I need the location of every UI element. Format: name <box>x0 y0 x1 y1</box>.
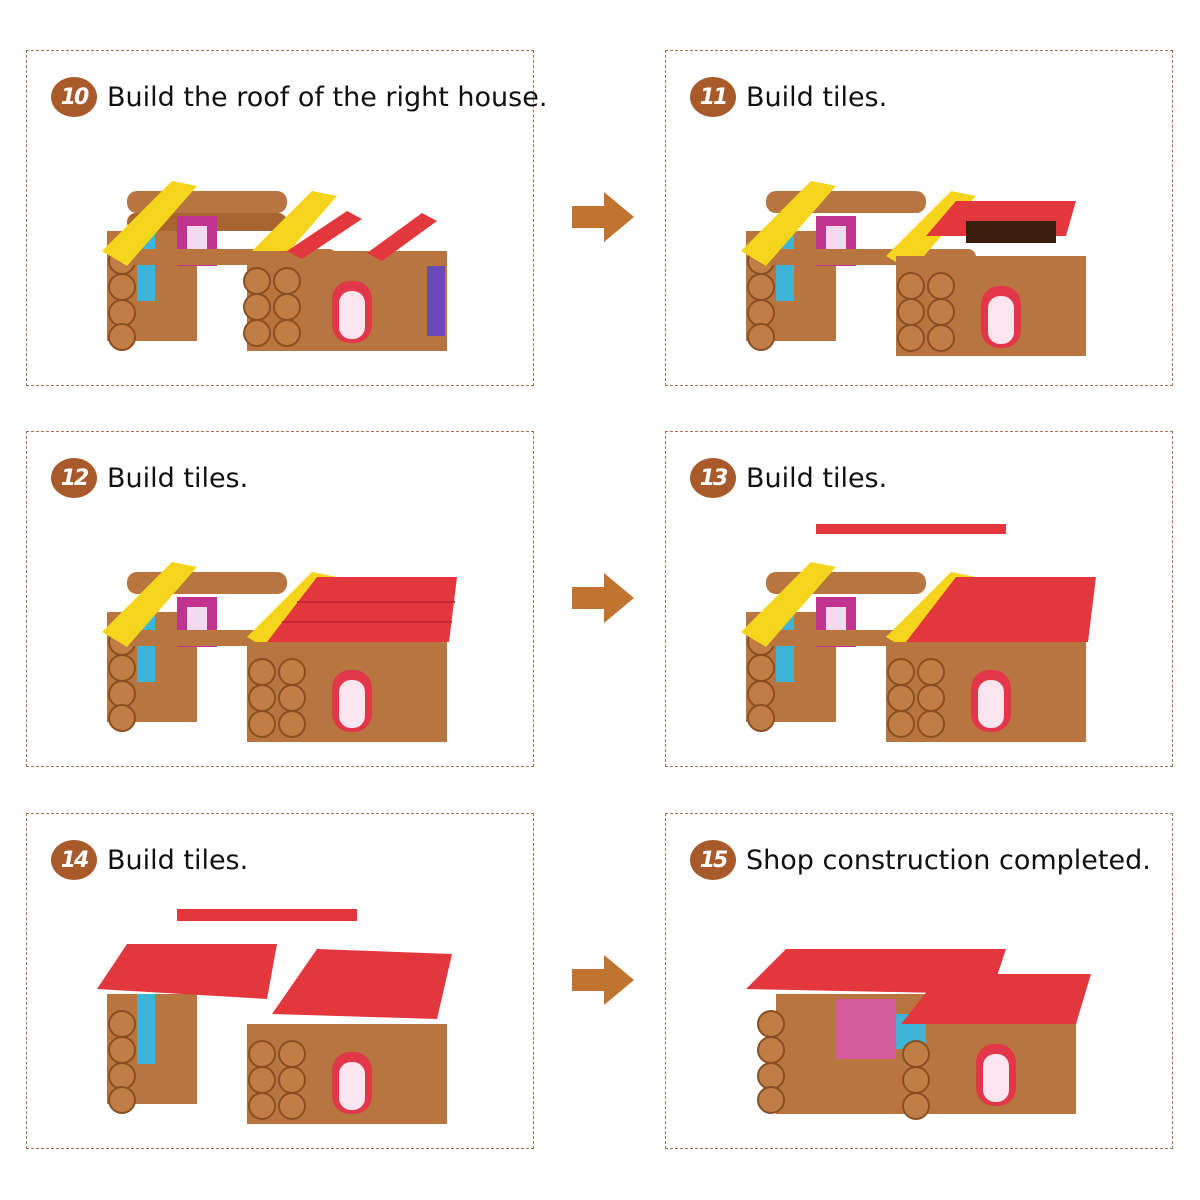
step-12-illustration <box>102 562 457 742</box>
step-number-badge: 12 <box>51 458 97 498</box>
step-12-panel: 12 Build tiles. <box>26 431 534 767</box>
step-instruction: Shop construction completed. <box>746 844 1151 876</box>
step-13-panel: 13 Build tiles. <box>665 431 1173 767</box>
step-number-badge: 10 <box>51 77 97 117</box>
step-caption: 14 Build tiles. <box>51 840 248 880</box>
next-step-arrow-icon <box>572 192 634 242</box>
step-caption: 15 Shop construction completed. <box>690 840 1151 880</box>
next-step-arrow-icon <box>572 955 634 1005</box>
step-instruction: Build tiles. <box>107 462 249 494</box>
step-number-badge: 13 <box>690 458 736 498</box>
step-number-badge: 14 <box>51 840 97 880</box>
step-caption: 13 Build tiles. <box>690 458 887 498</box>
step-11-illustration <box>741 181 1086 356</box>
step-caption: 11 Build tiles. <box>690 77 887 117</box>
step-10-illustration <box>102 181 447 351</box>
step-number-badge: 15 <box>690 840 736 880</box>
step-instruction: Build tiles. <box>746 81 888 113</box>
step-number-badge: 11 <box>690 77 736 117</box>
step-14-illustration <box>97 909 452 1124</box>
next-step-arrow-icon <box>572 573 634 623</box>
step-11-panel: 11 Build tiles. <box>665 50 1173 386</box>
step-13-illustration <box>741 524 1096 742</box>
step-instruction: Build tiles. <box>746 462 888 494</box>
step-15-panel: 15 Shop construction completed. <box>665 813 1173 1149</box>
step-instruction: Build tiles. <box>107 844 249 876</box>
step-caption: 12 Build tiles. <box>51 458 248 498</box>
step-14-panel: 14 Build tiles. <box>26 813 534 1149</box>
step-10-panel: 10 Build the roof of the right house. <box>26 50 547 386</box>
step-15-illustration <box>746 949 1091 1120</box>
step-instruction: Build the roof of the right house. <box>107 81 548 113</box>
step-caption: 10 Build the roof of the right house. <box>51 77 547 117</box>
